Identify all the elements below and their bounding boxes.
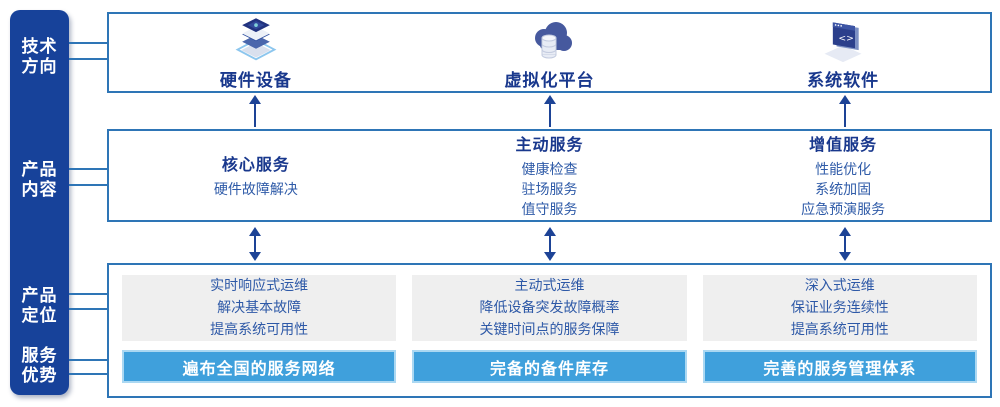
positioning-line: 保证业务连续性	[790, 300, 889, 316]
positioning-line: 主动式运维	[514, 278, 585, 294]
tech-item-system-software: <> 系统软件	[696, 14, 990, 91]
tech-item-label: 硬件设备	[219, 70, 292, 91]
advantage-banner: 完备的备件库存	[412, 350, 687, 383]
service-column-core: 核心服务 硬件故障解决	[109, 131, 403, 220]
connector-line	[69, 373, 108, 375]
up-arrow-icon	[107, 95, 402, 127]
advantage-banner: 遍布全国的服务网络	[122, 350, 397, 383]
arrow-row-up	[107, 95, 992, 127]
positioning-line: 提高系统可用性	[210, 322, 309, 338]
category-sidebar: 技术 方向 产品 内容 产品 定位 服务 优势	[10, 10, 69, 395]
positioning-column-proactive: 主动式运维 降低设备突发故障概率 关键时间点的服务保障 完备的备件库存	[412, 275, 687, 383]
tech-item-label: 虚拟化平台	[504, 70, 595, 91]
positioning-panel: 主动式运维 降低设备突发故障概率 关键时间点的服务保障	[412, 275, 687, 341]
double-arrow-icon	[107, 227, 402, 261]
positioning-line: 实时响应式运维	[210, 278, 309, 294]
sidebar-label-product-positioning: 产品 定位	[21, 286, 58, 326]
positioning-advantage-box: 实时响应式运维 解决基本故障 提高系统可用性 遍布全国的服务网络 主动式运维 降…	[107, 263, 992, 398]
connector-line	[69, 168, 108, 170]
service-column-value-added: 增值服务 性能优化 系统加固 应急预演服务	[696, 131, 990, 220]
double-arrow-icon	[697, 227, 992, 261]
sidebar-label-service-advantage: 服务 优势	[21, 346, 58, 386]
service-item: 值守服务	[521, 202, 578, 218]
positioning-line: 降低设备突发故障概率	[479, 300, 620, 316]
service-item: 系统加固	[815, 182, 872, 198]
double-arrow-icon	[402, 227, 697, 261]
tech-direction-box: 硬件设备 虚拟化平台	[107, 12, 992, 93]
product-content-box: 核心服务 硬件故障解决 主动服务 健康检查 驻场服务 值守服务 增值服务 性能优…	[107, 129, 992, 222]
positioning-line: 解决基本故障	[217, 300, 302, 316]
service-column-title: 增值服务	[809, 135, 878, 154]
service-item: 应急预演服务	[801, 202, 886, 218]
positioning-panel: 实时响应式运维 解决基本故障 提高系统可用性	[122, 275, 397, 341]
service-item: 健康检查	[521, 162, 578, 178]
arrow-row-double	[107, 227, 992, 261]
server-stack-icon	[232, 15, 280, 63]
positioning-line: 提高系统可用性	[790, 322, 889, 338]
connector-line	[69, 359, 108, 361]
service-column-title: 核心服务	[221, 155, 290, 174]
service-column-title: 主动服务	[515, 135, 584, 154]
positioning-column-realtime: 实时响应式运维 解决基本故障 提高系统可用性 遍布全国的服务网络	[122, 275, 397, 383]
connector-line	[69, 308, 108, 310]
advantage-banner: 完善的服务管理体系	[702, 350, 977, 383]
service-item: 驻场服务	[521, 182, 578, 198]
tech-item-virtualization: 虚拟化平台	[403, 14, 697, 91]
positioning-line: 深入式运维	[804, 278, 875, 294]
sidebar-label-product-content: 产品 内容	[21, 160, 58, 200]
cloud-platform-icon	[526, 15, 574, 63]
up-arrow-icon	[402, 95, 697, 127]
connector-line	[69, 293, 108, 295]
service-item: 硬件故障解决	[213, 182, 298, 198]
sidebar-label-tech-direction: 技术 方向	[21, 37, 58, 77]
connector-line	[69, 184, 108, 186]
up-arrow-icon	[697, 95, 992, 127]
positioning-panel: 深入式运维 保证业务连续性 提高系统可用性	[702, 275, 977, 341]
tech-item-label: 系统软件	[807, 70, 880, 91]
code-window-icon: <>	[819, 15, 867, 63]
service-item: 性能优化	[815, 162, 872, 178]
connector-line	[69, 58, 108, 60]
svg-text:<>: <>	[839, 32, 854, 43]
service-column-proactive: 主动服务 健康检查 驻场服务 值守服务	[403, 131, 697, 220]
connector-line	[69, 42, 108, 44]
positioning-column-deep: 深入式运维 保证业务连续性 提高系统可用性 完善的服务管理体系	[702, 275, 977, 383]
tech-item-hardware: 硬件设备	[109, 14, 403, 91]
positioning-line: 关键时间点的服务保障	[479, 322, 620, 338]
